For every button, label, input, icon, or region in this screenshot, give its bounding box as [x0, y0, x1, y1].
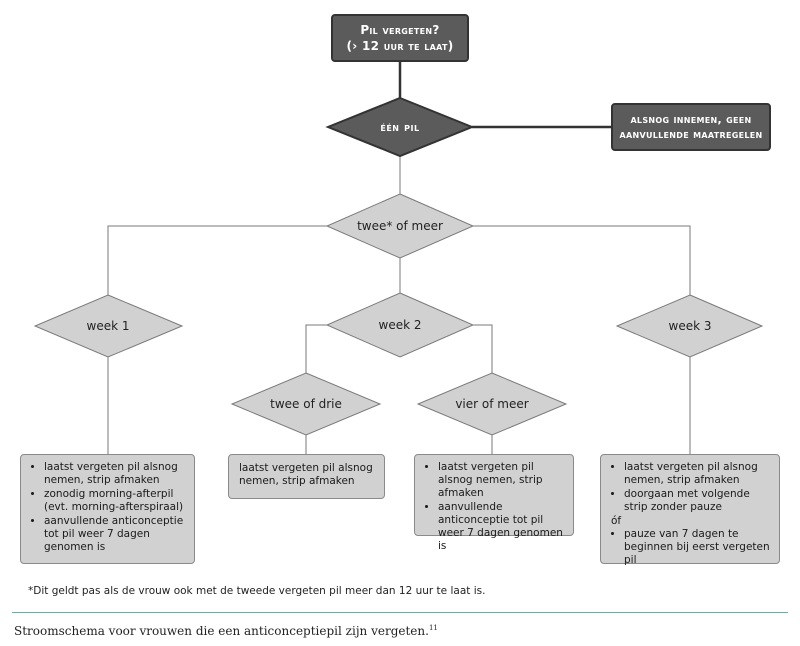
week2-diamond	[325, 292, 475, 358]
footnote: *Dit geldt pas als de vrouw ook met de t…	[28, 585, 486, 597]
vier-of-meer-advice-item: aanvullende anticonceptie tot pil weer 7…	[438, 501, 565, 553]
week1-advice-item: laatst vergeten pil alsnog nemen, strip …	[44, 461, 186, 487]
week3-of-separator: óf	[611, 515, 622, 527]
twee-of-drie-advice-text: laatst vergeten pil alsnog nemen, strip …	[239, 462, 373, 487]
week3-advice-item: doorgaan met volgende strip zonder pauze	[624, 488, 771, 514]
connector-week2-to-twee-of-drie	[305, 324, 327, 373]
week1-advice-item: aanvullende anticonceptie tot pil weer 7…	[44, 515, 186, 554]
connector-week2-to-vier-of-meer	[473, 324, 493, 373]
alsnog-line2: aanvullende maatregelen	[619, 128, 763, 141]
week1-advice-box: laatst vergeten pil alsnog nemen, strip …	[20, 454, 195, 564]
connector-to-week3	[473, 225, 691, 295]
pil-vergeten-subtitle: (› 12 uur te laat)	[346, 39, 454, 53]
pil-vergeten-title: Pil vergeten?	[360, 23, 440, 37]
vier-of-meer-advice-item: laatst vergeten pil alsnog nemen, strip …	[438, 461, 565, 500]
week1-diamond	[33, 294, 184, 358]
alsnog-innemen-box: alsnog innemen, geen aanvullende maatreg…	[611, 103, 771, 151]
twee-of-drie-diamond	[230, 372, 382, 436]
week3-advice-item: laatst vergeten pil alsnog nemen, strip …	[624, 461, 771, 487]
alsnog-line1: alsnog innemen, geen	[630, 113, 752, 126]
een-pil-diamond	[325, 96, 475, 158]
pil-vergeten-box: Pil vergeten? (› 12 uur te laat)	[331, 14, 469, 62]
week3-advice-item: pauze van 7 dagen te beginnen bij eerst …	[624, 528, 771, 567]
caption-reference: 11	[428, 624, 438, 632]
twee-of-drie-advice-box: laatst vergeten pil alsnog nemen, strip …	[228, 454, 385, 499]
twee-of-meer-diamond	[325, 193, 475, 259]
caption-text: Stroomschema voor vrouwen die een antico…	[14, 624, 429, 638]
connector-to-week1	[107, 225, 327, 295]
figure-caption: Stroomschema voor vrouwen die een antico…	[14, 624, 438, 638]
vier-of-meer-diamond	[416, 372, 568, 436]
divider-rule	[12, 612, 788, 613]
week1-advice-item: zonodig morning-afterpil (evt. morning-a…	[44, 488, 186, 514]
week3-advice-box: laatst vergeten pil alsnog nemen, strip …	[600, 454, 780, 567]
vier-of-meer-advice-box: laatst vergeten pil alsnog nemen, strip …	[414, 454, 574, 552]
week3-diamond	[615, 294, 764, 358]
